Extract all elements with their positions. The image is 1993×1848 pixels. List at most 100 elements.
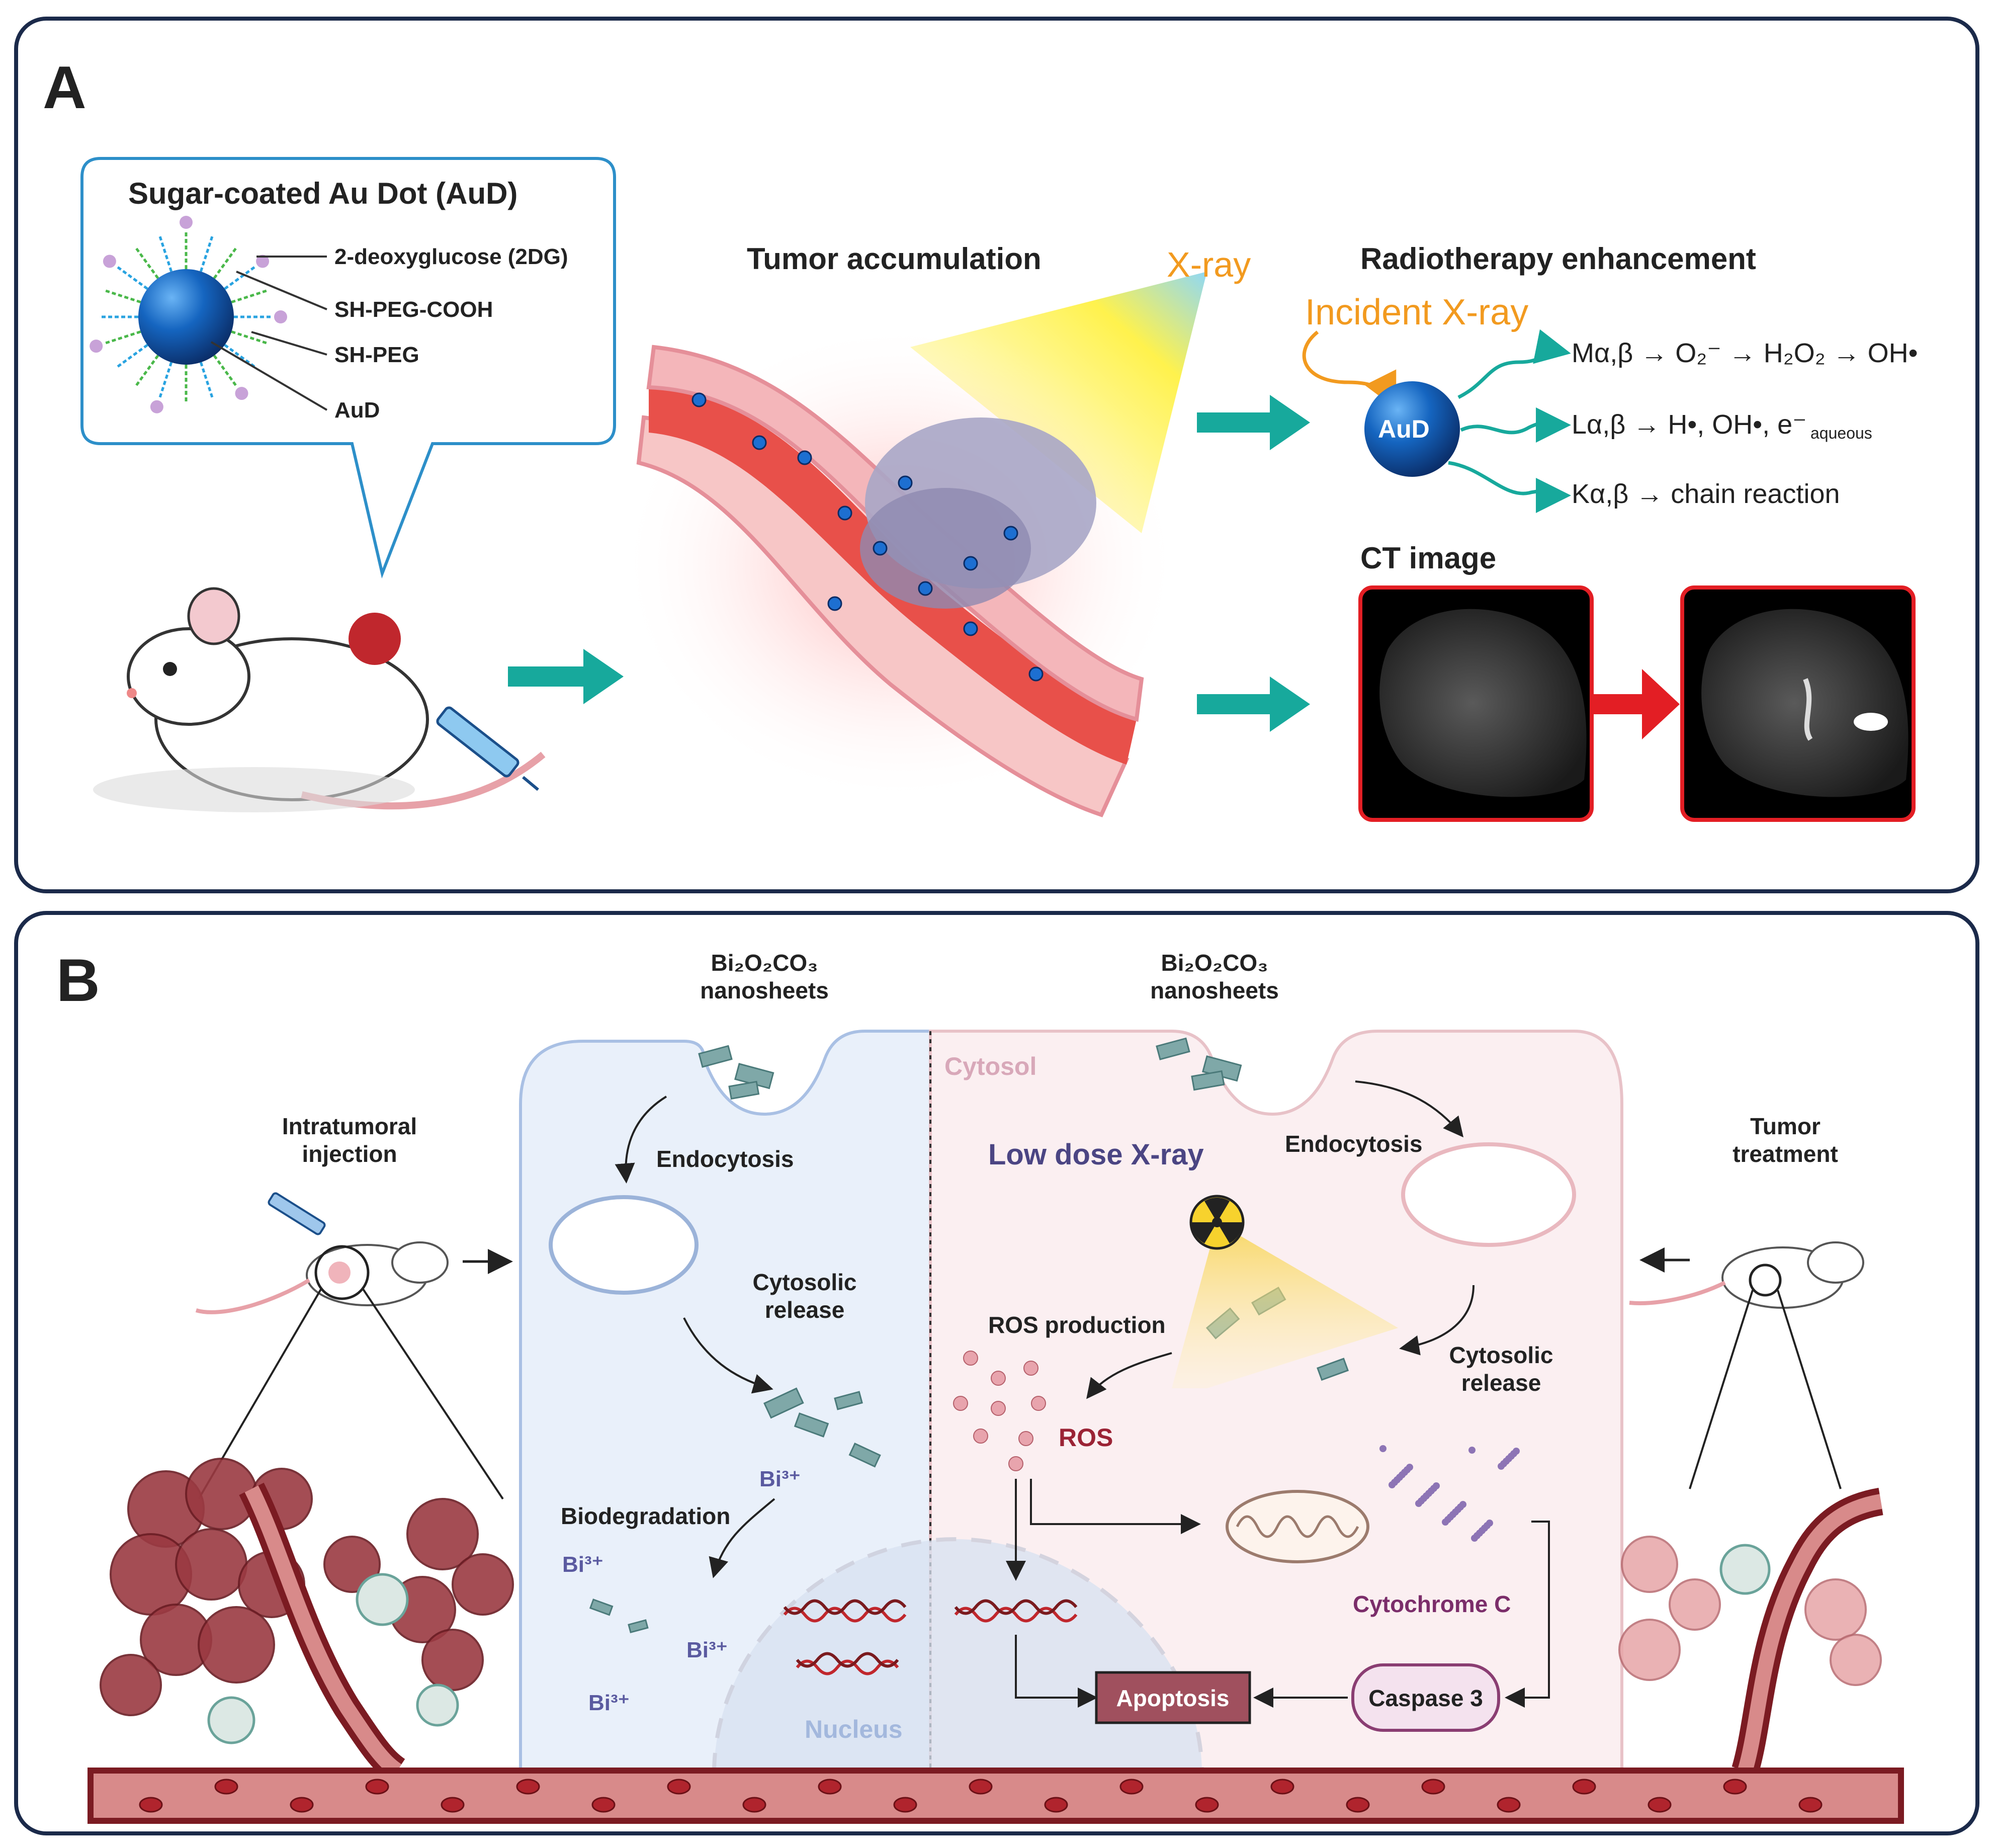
tumor-cell <box>100 1654 162 1716</box>
panel-b-label: B <box>56 947 100 1014</box>
cytochrome-dot <box>1442 1519 1449 1526</box>
apoptosis-label: Apoptosis <box>1116 1685 1230 1711</box>
zoom-line-right-2 <box>1777 1290 1842 1489</box>
tumor-cell <box>1621 1536 1678 1593</box>
nanoparticle-dot <box>898 475 913 490</box>
immune-cell <box>207 1696 255 1744</box>
mouse-icon <box>93 587 546 812</box>
zoom-line-left-2 <box>361 1287 504 1500</box>
bi-ion-label-2: Bi³⁺ <box>562 1552 603 1577</box>
tumor-cluster-left <box>100 1458 514 1744</box>
red-blood-cell <box>742 1797 766 1813</box>
tumor-cell <box>1804 1578 1867 1641</box>
vesicle-left <box>549 1195 699 1295</box>
red-blood-cell <box>893 1797 917 1813</box>
arrow-to-radiotherapy <box>1197 395 1310 450</box>
tumor-cell <box>198 1606 275 1684</box>
red-blood-cell <box>969 1779 993 1795</box>
arrow-ros-production <box>1086 1352 1172 1399</box>
incident-xray-label: Incident X-ray <box>1305 292 1528 332</box>
cytosolic-release-left-2: release <box>765 1297 845 1323</box>
ros-dot <box>1008 1456 1023 1471</box>
nanosheet <box>834 1391 863 1410</box>
nanosheet <box>763 1387 804 1419</box>
nanosheets-left-line2: nanosheets <box>700 977 829 1003</box>
nanosheet <box>728 1080 760 1100</box>
nanoparticle-dot <box>963 621 978 636</box>
low-dose-xray-label: Low dose X-ray <box>988 1138 1204 1171</box>
nanoparticle-dot <box>918 581 933 596</box>
caspase-3-label: Caspase 3 <box>1368 1685 1483 1711</box>
arrow-endocytosis-right <box>1355 1080 1464 1138</box>
nanosheets-right-line2: nanosheets <box>1150 977 1279 1003</box>
red-blood-cell <box>1346 1797 1370 1813</box>
red-blood-cell <box>1798 1797 1823 1813</box>
cytochrome-c-dots <box>1379 1445 1520 1542</box>
glucose-bead <box>103 255 116 268</box>
glucose-bead <box>256 255 270 268</box>
aud-particle-icon <box>90 216 287 413</box>
arrow-release-left <box>683 1317 773 1394</box>
cytochrome-c-label: Cytochrome C <box>1353 1591 1511 1617</box>
ct-image-before <box>1358 585 1594 822</box>
nanoparticle-dot <box>873 541 888 556</box>
nanoparticle-dots <box>691 392 1044 682</box>
red-blood-cell <box>1044 1797 1068 1813</box>
nucleus-label: Nucleus <box>805 1715 903 1743</box>
l-shell-arrow <box>1460 407 1571 443</box>
aud-speech-bubble <box>80 157 616 579</box>
aud-sphere-label: AuD <box>1378 415 1430 443</box>
bi-ion-label-1: Bi³⁺ <box>759 1467 801 1491</box>
red-blood-cells <box>139 1779 1823 1813</box>
tumor-cluster-right <box>1618 1536 1882 1686</box>
glucose-bead <box>180 216 193 229</box>
vessel-left-branch <box>239 1482 405 1782</box>
ros-dot <box>973 1429 988 1444</box>
m-shell-arrow <box>1457 329 1571 399</box>
red-blood-cell <box>516 1779 540 1795</box>
mitochondrion-icon <box>1226 1490 1369 1563</box>
nanoparticle-dot <box>963 556 978 571</box>
ros-dot <box>953 1396 968 1411</box>
nanosheet <box>589 1599 614 1616</box>
k-shell-line: Kα,β → chain reaction <box>1572 479 1840 509</box>
cytosolic-release-right-2: release <box>1461 1370 1541 1396</box>
red-blood-cell <box>290 1797 314 1813</box>
biodegradation-label: Biodegradation <box>561 1503 730 1529</box>
red-blood-cell <box>1421 1779 1445 1795</box>
ros-dots <box>953 1351 1046 1471</box>
endocytosis-left: Endocytosis <box>656 1146 794 1172</box>
nanoparticle-dot <box>837 506 852 521</box>
nanosheet <box>848 1443 881 1468</box>
nanosheets-right-line1: Bi₂O₂CO₃ <box>1161 950 1268 976</box>
arrow-ros-to-mito <box>1030 1479 1201 1534</box>
red-blood-cell <box>1195 1797 1219 1813</box>
dna-icon <box>783 1599 1078 1675</box>
legend-aud: AuD <box>334 398 380 423</box>
cytosolic-release-left-1: Cytosolic <box>752 1269 856 1295</box>
cytochrome-dot <box>1471 1535 1478 1542</box>
vessel-right-branch <box>1731 1487 1884 1775</box>
tumor-cell <box>421 1629 484 1691</box>
low-dose-beam <box>1172 1222 1398 1388</box>
ros-dot <box>1031 1396 1046 1411</box>
tumor-cell <box>1669 1578 1721 1631</box>
red-blood-cell <box>1119 1779 1144 1795</box>
l-shell-line: Lα,β → H•, OH•, e⁻ <box>1572 409 1807 440</box>
bi-ion-label-3: Bi³⁺ <box>686 1638 728 1662</box>
nanoparticle-dot <box>752 435 767 450</box>
nanosheet <box>1191 1070 1225 1091</box>
xray-label: X-ray <box>1167 245 1251 284</box>
legend-sh-peg-cooh: SH-PEG-COOH <box>334 297 493 322</box>
zoom-circle-right <box>1749 1264 1782 1297</box>
red-blood-cell <box>441 1797 465 1813</box>
aud-legend: 2-deoxyglucose (2DG) SH-PEG-COOH SH-PEG … <box>210 244 568 423</box>
nanosheet <box>1156 1037 1190 1060</box>
nanosheets-left-line1: Bi₂O₂CO₃ <box>711 950 818 976</box>
arrow-biodegradation <box>709 1498 775 1578</box>
tumor-cell <box>452 1553 514 1616</box>
zoom-line-right-1 <box>1689 1290 1754 1489</box>
l-shell-subscript: aqueous <box>1810 424 1872 442</box>
apoptosis-box <box>1095 1671 1251 1724</box>
